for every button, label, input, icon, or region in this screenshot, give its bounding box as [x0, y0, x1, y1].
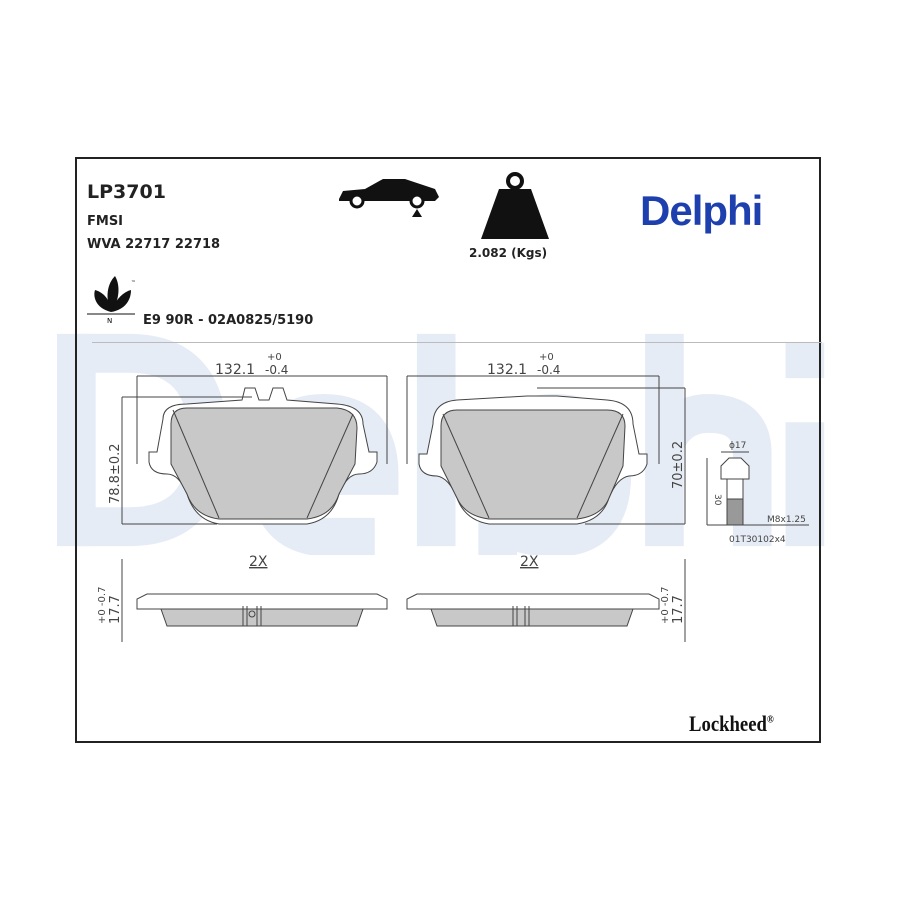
thickness-dimension-left: 17.7	[108, 595, 123, 624]
eco-tm-label: ™	[131, 280, 136, 286]
width-tol-plus-left: +0	[267, 352, 282, 363]
eco-leaf-icon: N ™	[87, 276, 136, 324]
bolt-diameter: ϕ17	[729, 441, 746, 451]
registered-mark: ®	[766, 713, 774, 726]
weight-icon	[481, 172, 549, 239]
product-sheet: LP3701 FMSI WVA 22717 22718 E9 90R - 02A…	[75, 157, 822, 743]
divider	[92, 342, 822, 343]
bolt-thread: M8x1.25	[767, 515, 806, 525]
height-dimension-left: 78.8±0.2	[108, 443, 123, 504]
height-dimension-right: 70±0.2	[671, 441, 686, 489]
car-lift-icon	[339, 179, 439, 217]
delphi-logo: Delphi	[640, 187, 763, 234]
quantity-right: 2X	[520, 554, 539, 570]
width-tol-minus-right: -0.4	[537, 363, 560, 377]
thickness-tol-left: +0 -0.7	[97, 587, 108, 624]
thickness-tol-right: +0 -0.7	[660, 587, 671, 624]
weight-value: 2.082 (Kgs)	[469, 246, 548, 260]
technical-drawing: 132.1 +0 -0.4 132.1 +0 -0.4 78.8±0.2 70±…	[97, 352, 809, 642]
width-dimension-right: 132.1	[487, 362, 527, 378]
quantity-left: 2X	[249, 554, 268, 570]
wva-numbers: WVA 22717 22718	[87, 237, 221, 252]
thickness-dimension-right: 17.7	[671, 595, 686, 624]
bolt-length: 30	[712, 494, 722, 506]
bolt-part-number: 01T30102x4	[729, 535, 786, 545]
width-tol-minus-left: -0.4	[265, 363, 288, 377]
fmsi-label: FMSI	[87, 214, 124, 229]
lockheed-text: Lockheed	[689, 711, 767, 736]
width-tol-plus-right: +0	[539, 352, 554, 363]
eco-mark-label: N	[107, 317, 112, 324]
approval-number: E9 90R - 02A0825/5190	[143, 313, 314, 328]
lockheed-logo: Lockheed®	[689, 711, 774, 737]
width-dimension-left: 132.1	[215, 362, 255, 378]
part-number: LP3701	[87, 181, 166, 203]
